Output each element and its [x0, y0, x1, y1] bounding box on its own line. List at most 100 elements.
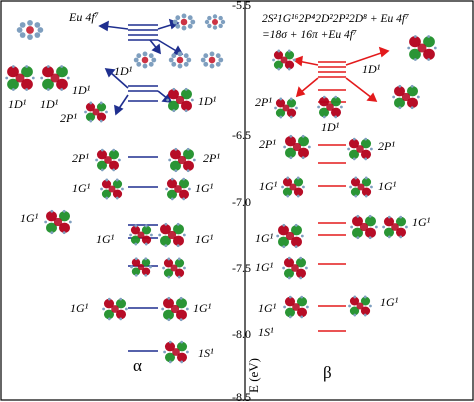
- orbital-label: 1G¹: [195, 232, 214, 246]
- orbital-isosurface-image: [347, 137, 373, 161]
- arrow-icon: [299, 77, 319, 94]
- arrow-icon: [98, 20, 109, 32]
- tick-label: -8.5: [232, 390, 251, 402]
- alpha-orbital-labels: Eu 4f⁷ 1D¹ 1D¹ 1D¹ 1D¹ 1D¹ 2P¹ 2P¹ 2P¹ 1…: [8, 10, 220, 360]
- orbital-isosurface-image: [168, 147, 196, 173]
- orbital-isosurface-image: [349, 176, 373, 198]
- orbital-label: 2P¹: [378, 139, 395, 153]
- eu-4f-label: Eu 4f⁷: [68, 10, 99, 24]
- arrow-icon: [151, 43, 161, 55]
- orbital-label: 1G¹: [255, 231, 274, 245]
- alpha-spin-label: α: [133, 356, 142, 375]
- orbital-isosurface-image: [392, 84, 420, 110]
- arrow-icon: [114, 104, 124, 116]
- orbital-isosurface-image: [274, 97, 298, 119]
- orbital-label: 1S¹: [258, 325, 274, 339]
- tick-label: -7.0: [232, 195, 251, 209]
- orbital-isosurface-image: [407, 35, 437, 61]
- orbital-label: 2P¹: [60, 111, 77, 125]
- orbital-isosurface-image: [102, 297, 128, 321]
- orbital-isosurface-image: [281, 176, 305, 198]
- orbital-isosurface-image: [272, 49, 296, 71]
- orbital-isosurface-image: [158, 222, 186, 248]
- orbital-isosurface-image: [95, 148, 121, 172]
- orbital-label: 1G¹: [378, 179, 397, 193]
- tick-label: -6.5: [232, 128, 251, 142]
- orbital-label: 1G¹: [259, 179, 278, 193]
- orbital-label: 1G¹: [96, 232, 115, 246]
- eu-cluster-image: [133, 51, 157, 69]
- orbital-isosurface-image: [283, 134, 311, 160]
- orbital-isosurface-image: [283, 295, 309, 319]
- orbital-isosurface-image: [350, 214, 378, 240]
- orbital-isosurface-image: [348, 295, 372, 317]
- alpha-levels: [128, 24, 158, 352]
- orbital-label: 1S¹: [198, 346, 214, 360]
- orbital-isosurface-image: [100, 178, 124, 200]
- beta-spin-label: β: [323, 363, 332, 382]
- orbital-isosurface-image: [5, 65, 35, 91]
- arrow-icon: [157, 39, 179, 53]
- arrow-icon: [292, 55, 303, 67]
- orbital-label: 2P¹: [259, 137, 276, 151]
- orbital-isosurface-image: [44, 209, 72, 235]
- orbital-isosurface-image: [382, 215, 408, 239]
- orbital-label: 1G¹: [412, 215, 431, 229]
- arrow-icon: [366, 92, 378, 102]
- beta-levels: [318, 61, 346, 332]
- orbital-isosurface-image: [162, 257, 186, 279]
- tick-label: -5.5: [232, 0, 251, 12]
- orbital-isosurface-image: [166, 87, 194, 113]
- arrow-icon: [378, 46, 390, 58]
- orbital-label: 1G¹: [70, 301, 89, 315]
- tick-label: -7.5: [232, 261, 251, 275]
- tick-label: -8.0: [232, 327, 251, 341]
- orbital-isosurface-image: [129, 224, 153, 246]
- eu-cluster-image: [16, 19, 44, 41]
- orbital-label: 1G¹: [72, 181, 91, 195]
- orbital-label: 1G¹: [255, 260, 274, 274]
- arrow-icon: [109, 71, 129, 89]
- orbital-isosurface-image: [40, 65, 70, 91]
- orbital-label: 1D¹: [362, 62, 381, 76]
- energy-axis-label: E (eV): [246, 358, 261, 393]
- axis-ticks: -5.5 -6.5 -7.0 -7.5 -8.0 -8.5: [232, 0, 251, 402]
- orbital-label: 1D¹: [198, 94, 217, 108]
- orbital-label: 1D¹: [40, 97, 59, 111]
- eu-cluster-image: [172, 13, 196, 31]
- arrow-icon: [295, 86, 306, 98]
- composition-formula: 2S²1G¹⁶2P⁴2D²2P²2D⁸ + Eu 4f⁷: [262, 13, 409, 25]
- eu-cluster-image: [200, 51, 224, 69]
- orbital-label: 1G¹: [380, 295, 399, 309]
- beta-arrows: [292, 46, 390, 102]
- orbital-isosurface-image: [163, 340, 189, 364]
- orbital-label: 1G¹: [258, 301, 277, 315]
- orbital-label: 1G¹: [195, 181, 214, 195]
- orbital-isosurfaces: [5, 13, 437, 364]
- orbital-isosurface-image: [130, 257, 152, 277]
- orbital-isosurface-image: [161, 296, 189, 322]
- orbital-isosurface-image: [276, 223, 304, 249]
- orbital-label: 1D¹: [114, 64, 133, 78]
- eu-cluster-image: [168, 51, 192, 69]
- orbital-label: 2P¹: [203, 151, 220, 165]
- orbital-isosurface-image: [84, 101, 108, 123]
- arrow-icon: [104, 68, 116, 78]
- beta-orbital-labels: 1D¹ 2P¹ 1D¹ 2P¹ 2P¹ 1G¹ 1G¹ 1G¹ 1G¹ 1G¹ …: [255, 62, 431, 339]
- composition-formula-sum: =18σ + 16π +Eu 4f⁷: [262, 29, 357, 41]
- orbital-isosurface-image: [165, 177, 191, 201]
- alpha-arrows: [98, 18, 184, 116]
- eu-cluster-image: [204, 14, 226, 30]
- orbital-isosurface-image: [282, 256, 308, 280]
- orbital-label: 2P¹: [72, 151, 89, 165]
- arrow-icon: [345, 51, 385, 66]
- orbital-label: 1G¹: [193, 301, 212, 315]
- orbital-label: 1D¹: [8, 97, 27, 111]
- orbital-isosurface-image: [317, 95, 343, 119]
- arrow-icon: [345, 77, 373, 99]
- orbital-label: 2P¹: [255, 95, 272, 109]
- orbital-label: 1D¹: [321, 120, 340, 134]
- orbital-label: 1G¹: [20, 211, 39, 225]
